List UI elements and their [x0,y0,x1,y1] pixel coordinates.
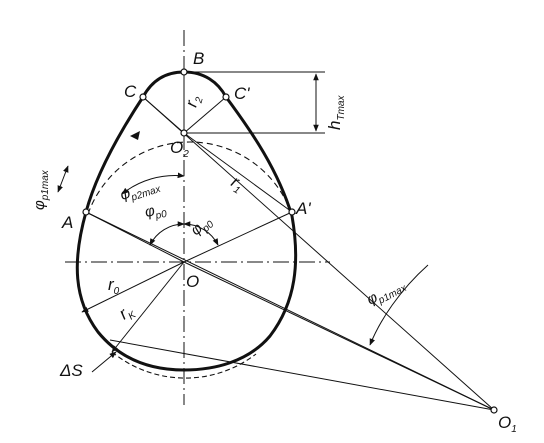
line-o-aprime [183,211,293,263]
label-r1: r1 [227,172,248,197]
label-phi-p1max-right: φp1max [364,274,409,311]
line-o-o1 [183,261,495,411]
arc-phi-p0-left [149,221,185,246]
label-r2: r2 [182,93,206,110]
line-o2-c [142,96,185,134]
label-delta-s: ΔS [59,361,83,380]
line-c-o1 [142,96,495,411]
label-b: B [193,49,204,68]
delta-s-arrow [91,351,117,373]
line-o1-lower [109,339,495,411]
label-a: A [61,213,73,232]
point-a [82,208,90,216]
line-o2-aprime [183,132,293,213]
cam-profile [75,70,298,372]
base-circle-dashed [87,141,293,216]
arc-phi-p1max-left [57,165,69,193]
r1-arrow [132,135,250,160]
point-aprime [288,208,296,216]
base-circle-dashed-bottom [111,351,257,379]
label-phi-p1max-left: φp1max [31,169,51,210]
label-cprime: C' [234,84,250,103]
rk-leader [111,261,185,353]
label-aprime: A' [295,199,311,218]
label-r0: r0 [108,275,120,297]
arc-phi-p0-right [183,221,219,246]
point-o1 [490,406,498,414]
r1-arrowhead [130,131,140,140]
line-o2-cprime [183,96,227,134]
r0-leader [81,261,185,313]
label-o1: O1 [498,413,517,435]
point-b [180,68,188,76]
label-phi-p0-left: φp0 [143,200,168,224]
point-o2 [180,129,188,137]
point-c [139,93,147,101]
line-c-a [143,97,292,212]
label-c: C [124,82,137,101]
arc-phi-p2max [121,172,185,195]
label-o2: O2 [170,138,189,160]
label-phi-p2max: φp2max [118,175,163,207]
point-cprime [222,93,230,101]
arc-phi-p1max-right [369,264,429,346]
label-o: O [186,272,199,291]
label-htmax: hTmax [325,95,347,130]
